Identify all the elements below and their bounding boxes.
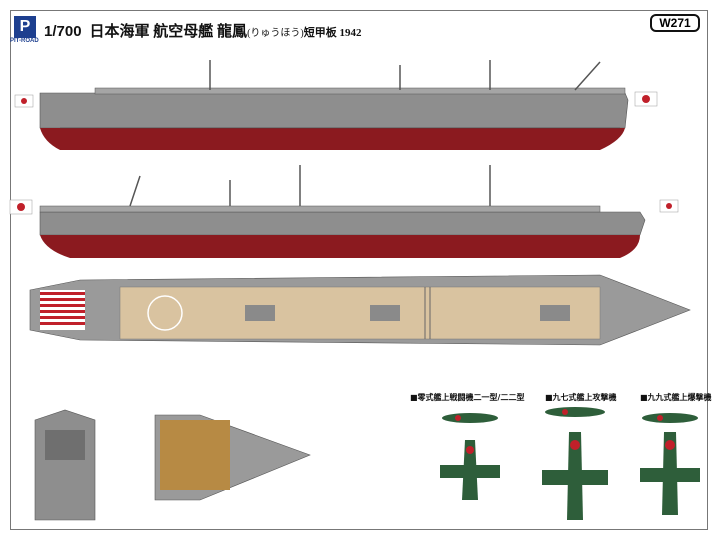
ship-side-view-2 bbox=[9, 165, 679, 258]
pit-road-logo: P bbox=[14, 16, 36, 38]
logo-text: PIT-ROAD bbox=[10, 38, 39, 44]
aircraft-label-type99: ■九九式艦上爆撃機 bbox=[640, 393, 712, 402]
product-code-badge: W271 bbox=[650, 14, 700, 32]
ship-side-view-1 bbox=[14, 60, 658, 150]
detail-bow-view bbox=[34, 409, 96, 521]
aircraft-zero bbox=[440, 413, 500, 500]
aircraft-type99 bbox=[640, 413, 700, 515]
detail-stern-view bbox=[154, 414, 311, 501]
aircraft-type97 bbox=[542, 407, 608, 520]
deck-stripes-red bbox=[40, 292, 85, 325]
title-suffix: 短甲板 1942 bbox=[303, 27, 362, 39]
image-frame bbox=[10, 10, 708, 530]
ship-top-view bbox=[29, 274, 691, 346]
scale: 1/700 bbox=[44, 23, 82, 40]
title-reading: (りゅうほう) bbox=[247, 28, 304, 39]
title-main: 日本海軍 航空母艦 龍鳳 bbox=[89, 24, 248, 40]
page-title: 1/700 日本海軍 航空母艦 龍鳳(りゅうほう)短甲板 1942 bbox=[44, 20, 361, 41]
aircraft-label-zero: ■零式艦上戦闘機二一型/二二型 bbox=[410, 393, 525, 402]
aircraft-label-type97: ■九七式艦上攻撃機 bbox=[545, 393, 617, 402]
